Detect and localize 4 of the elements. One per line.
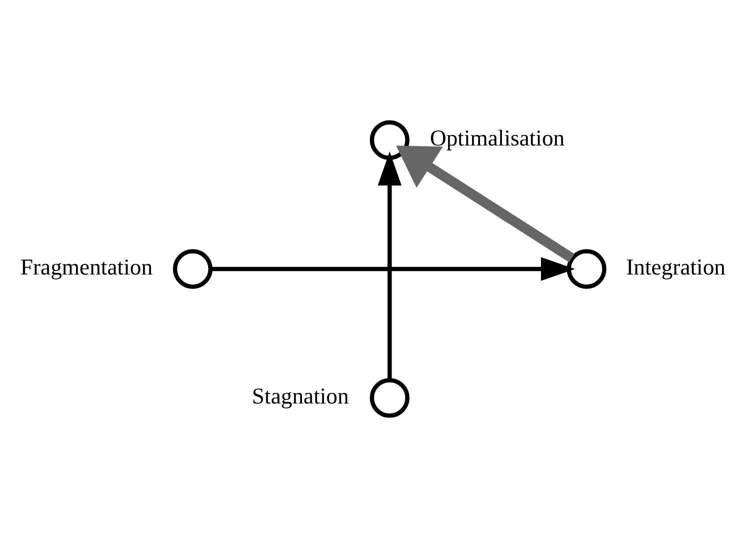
node-label: Fragmentation [20,254,153,280]
node-label: Stagnation [252,383,349,408]
node-label: Optimalisation [430,125,565,150]
node-label: Integration [626,254,726,280]
